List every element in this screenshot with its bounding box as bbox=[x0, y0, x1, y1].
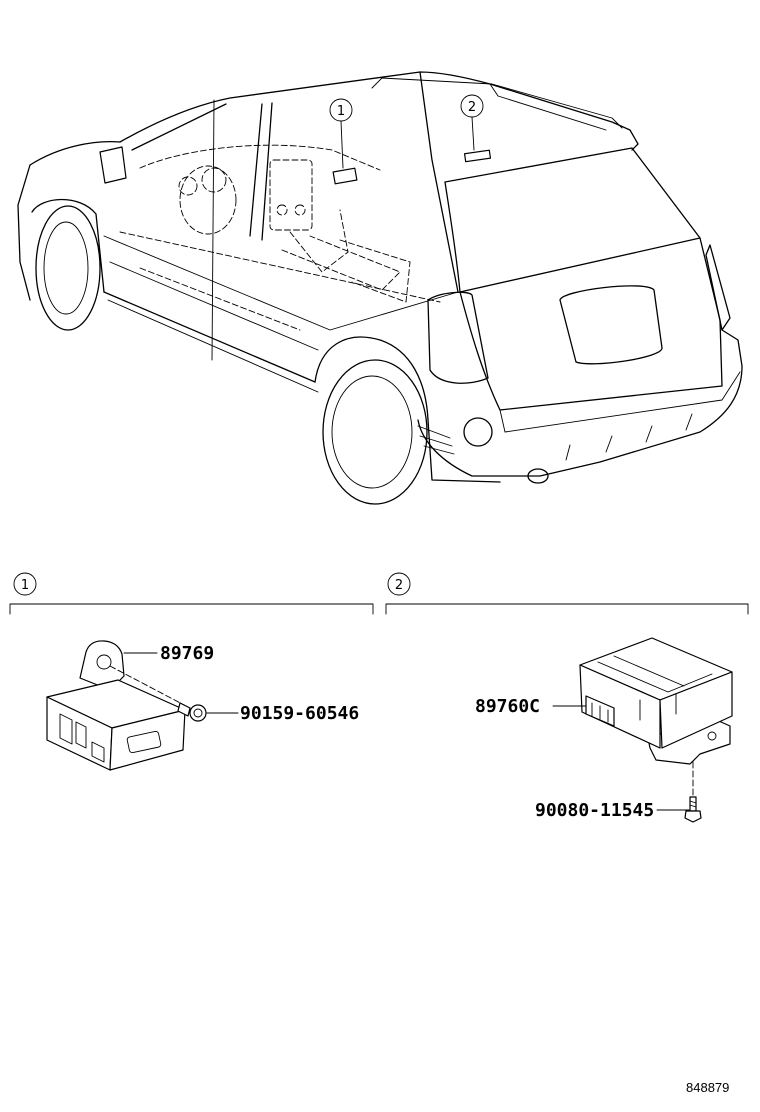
front-wheel-arch bbox=[31, 198, 105, 293]
section-divider bbox=[9, 603, 374, 615]
control-module-89760c bbox=[579, 637, 733, 765]
module-location-2 bbox=[463, 149, 492, 163]
bolt-axis-line bbox=[109, 665, 187, 707]
screw-head bbox=[684, 810, 702, 823]
door-sill-inner bbox=[119, 231, 441, 303]
rear-bumper bbox=[417, 329, 743, 477]
module-bracket bbox=[79, 640, 125, 691]
section-marker-circle bbox=[387, 572, 411, 596]
module-left-connector bbox=[59, 713, 105, 763]
front-rim bbox=[43, 221, 89, 315]
exhaust-tip bbox=[527, 468, 549, 484]
tailgate bbox=[459, 237, 723, 411]
bracket-hole bbox=[96, 654, 112, 670]
module-top-ridge bbox=[597, 655, 713, 721]
b-pillar bbox=[249, 102, 273, 241]
rear-wheel-arch bbox=[314, 336, 429, 421]
rear-window bbox=[444, 147, 701, 293]
screw-90080-11545 bbox=[684, 796, 702, 823]
reflector-slits bbox=[417, 425, 455, 455]
front-tire bbox=[35, 205, 101, 331]
a-pillar bbox=[131, 103, 227, 151]
part-number-89760c: 89760C bbox=[475, 696, 540, 717]
rocker-panel bbox=[103, 291, 316, 383]
bumper-diffuser-ribs bbox=[565, 413, 693, 461]
module-front-connector bbox=[126, 730, 162, 754]
screw-shaft bbox=[689, 796, 697, 812]
module-right-face bbox=[659, 671, 733, 749]
front-fender bbox=[17, 164, 31, 301]
screw-threads bbox=[689, 800, 697, 808]
rear-tire bbox=[322, 359, 428, 505]
front-seat bbox=[289, 209, 349, 273]
callout-label: 2 bbox=[468, 100, 476, 115]
part-number-89769: 89769 bbox=[160, 643, 214, 664]
section-marker-label: 2 bbox=[395, 578, 403, 593]
gauge-right bbox=[201, 167, 227, 193]
vehicle-illustration bbox=[17, 71, 743, 505]
figure-id: 848879 bbox=[686, 1080, 729, 1095]
roof-outline bbox=[119, 71, 639, 151]
center-stack-knobs bbox=[276, 204, 306, 216]
module-location-1 bbox=[332, 167, 358, 185]
callout-2: 2 bbox=[460, 94, 484, 151]
c-pillar bbox=[419, 71, 459, 293]
side-mirror bbox=[99, 146, 127, 184]
rear-quarter-lower bbox=[427, 419, 501, 483]
bolt-head bbox=[189, 704, 207, 722]
module-connector-pins bbox=[591, 702, 609, 723]
center-console bbox=[281, 235, 401, 291]
rocker-panel-lower bbox=[107, 299, 319, 393]
callout-leader bbox=[340, 120, 344, 169]
rear-rim bbox=[331, 375, 413, 489]
bolt-shaft bbox=[177, 702, 191, 717]
front-door-edge bbox=[211, 99, 215, 361]
tail-light-left bbox=[427, 291, 489, 384]
section-2: 2 89760C 90080-11545 bbox=[385, 572, 749, 823]
hood-outline bbox=[29, 140, 121, 166]
license-plate-recess bbox=[559, 285, 663, 365]
control-module-89769 bbox=[46, 640, 186, 771]
callout-label: 1 bbox=[337, 104, 345, 119]
rear-fog-light bbox=[463, 417, 493, 447]
bolt-90159-60546 bbox=[177, 702, 207, 722]
gauge-left bbox=[178, 176, 198, 196]
part-number-90080-11545: 90080-11545 bbox=[535, 800, 654, 821]
section-marker-label: 1 bbox=[21, 578, 29, 593]
module-left-face bbox=[579, 664, 661, 749]
callout-1: 1 bbox=[329, 98, 353, 169]
bolt-head-center bbox=[193, 708, 203, 718]
belt-line bbox=[103, 235, 459, 331]
rear-bumper-upper bbox=[499, 371, 741, 433]
module-right-face bbox=[109, 709, 186, 771]
section-marker-circle bbox=[13, 572, 37, 596]
rear-seat bbox=[339, 239, 411, 303]
dashboard-outline bbox=[139, 144, 381, 171]
callout-leader bbox=[471, 116, 475, 151]
bracket-tab-hole bbox=[707, 731, 717, 741]
tail-light-right bbox=[705, 244, 731, 331]
floor-line bbox=[139, 267, 301, 331]
part-number-90159-60546: 90159-60546 bbox=[240, 703, 359, 724]
side-molding bbox=[109, 261, 319, 351]
steering-wheel bbox=[179, 165, 237, 235]
roof-rail-inner bbox=[489, 83, 607, 131]
roof-rail bbox=[371, 77, 623, 129]
section-divider bbox=[385, 603, 749, 615]
section-1: 1 89769 90159-60546 bbox=[9, 572, 374, 771]
center-stack bbox=[269, 159, 313, 231]
